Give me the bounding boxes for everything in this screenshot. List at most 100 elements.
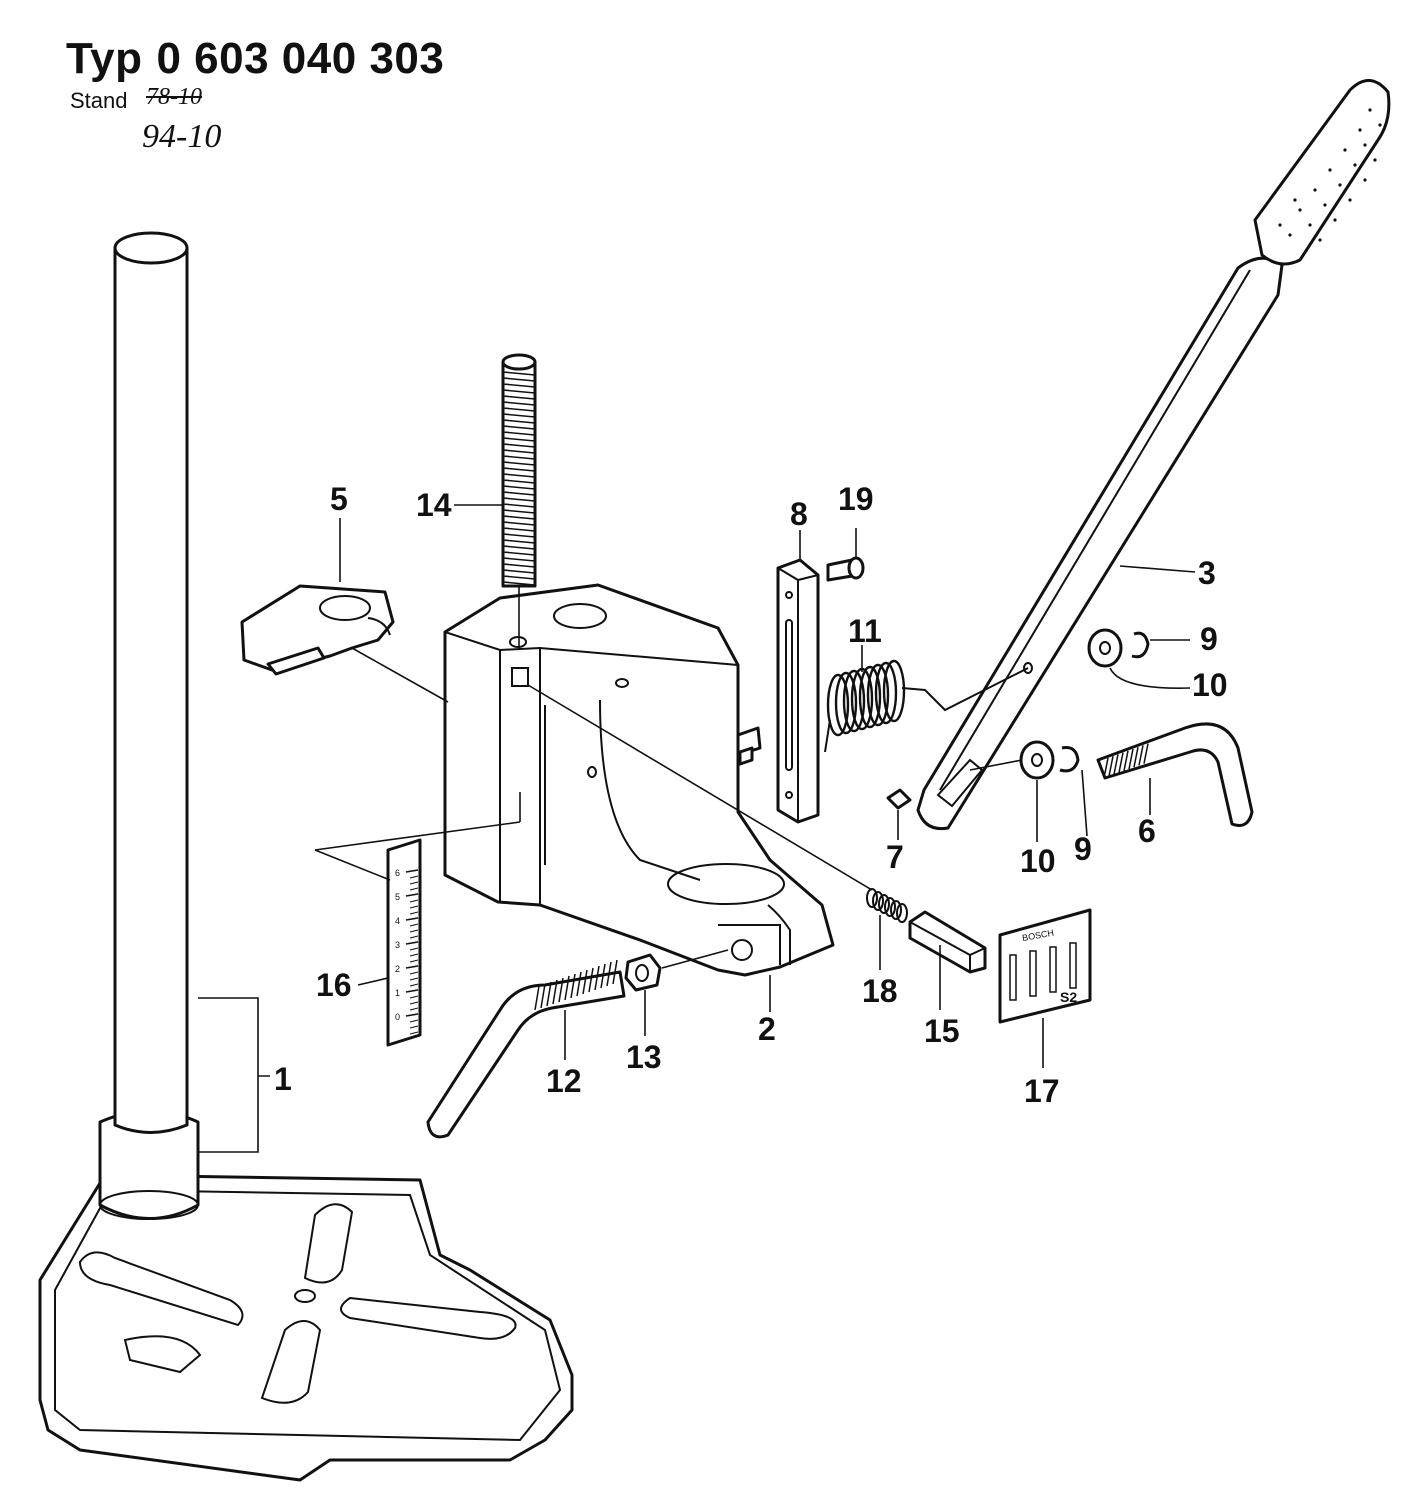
spring-coil xyxy=(866,663,890,727)
scale-minor-tick xyxy=(409,911,419,915)
bolt-thread-line xyxy=(606,961,612,987)
rod-thread-line xyxy=(502,569,536,574)
rod-thread-line xyxy=(502,563,536,568)
stand-old-date: 78-10 xyxy=(146,84,202,110)
spring-coil xyxy=(842,669,866,733)
part-19-screw xyxy=(826,528,865,582)
bolt-thread-line xyxy=(534,985,540,1011)
rod-thread-line xyxy=(502,527,536,532)
callout-12: 12 xyxy=(546,1063,582,1099)
spring-coil xyxy=(858,665,882,729)
callout-9-upper: 9 xyxy=(1200,621,1218,657)
rod-thread-line xyxy=(502,509,536,514)
bolt-thread-line xyxy=(600,963,606,989)
rod-thread-line xyxy=(502,575,536,580)
callout-labels: 1 2 3 5 6 7 8 9 9 10 10 11 12 13 14 15 1… xyxy=(274,481,1228,1109)
callout-7: 7 xyxy=(886,839,904,875)
callout-19: 19 xyxy=(838,481,874,517)
scale-minor-tick xyxy=(409,899,419,903)
callout-1: 1 xyxy=(274,1061,292,1097)
rod-thread-line xyxy=(502,497,536,502)
rod-thread-line xyxy=(502,503,536,508)
bolt-thread-line xyxy=(1133,747,1139,768)
callout-10-lower: 10 xyxy=(1020,843,1056,879)
part-13-nut xyxy=(624,949,729,1036)
rod-thread-line xyxy=(502,449,536,454)
scale-minor-tick xyxy=(409,923,419,927)
callout-11: 11 xyxy=(848,613,882,649)
rod-thread-line xyxy=(502,491,536,496)
rod-thread-line xyxy=(502,413,536,418)
part-8-slotted-plate xyxy=(776,530,820,824)
scale-tick-label: 2 xyxy=(395,964,400,974)
scale-minor-tick xyxy=(409,959,419,963)
scale-minor-tick xyxy=(409,929,419,933)
rod-thread-line xyxy=(502,377,536,382)
part-11-spring xyxy=(824,645,1029,753)
callout-18: 18 xyxy=(862,973,898,1009)
nameplate-code: S2 xyxy=(1060,989,1077,1005)
bolt-thread-line xyxy=(558,977,564,1003)
callout-8: 8 xyxy=(790,496,808,532)
scale-tick xyxy=(405,989,419,993)
scale-tick-label: 6 xyxy=(395,868,400,878)
bolt-thread-line xyxy=(1113,754,1119,775)
bolt-thread-line xyxy=(564,975,570,1001)
scale-minor-tick xyxy=(409,977,419,981)
rod-thread-line xyxy=(502,437,536,442)
callout-3: 3 xyxy=(1198,555,1216,591)
callout-2: 2 xyxy=(758,1011,776,1047)
bolt-thread-line xyxy=(612,959,618,985)
scale-tick-label: 0 xyxy=(395,1012,400,1022)
bolt-thread-line xyxy=(570,973,576,999)
scale-minor-tick xyxy=(409,995,419,999)
bolt-thread-line xyxy=(594,965,600,991)
spring-coil xyxy=(882,659,906,723)
callout-15: 15 xyxy=(924,1013,960,1049)
scale-minor-tick xyxy=(409,1019,419,1023)
grip-texture xyxy=(1278,108,1382,242)
scale-tick xyxy=(405,893,419,897)
rod-thread-line xyxy=(502,431,536,436)
bolt-thread-line xyxy=(546,981,552,1007)
part-1-column-base xyxy=(38,231,574,1482)
part-2-main-body xyxy=(443,583,835,977)
bolt-thread-line xyxy=(540,983,546,1009)
callout-17: 17 xyxy=(1024,1073,1060,1109)
small-spring-coil xyxy=(884,897,896,917)
callout-5: 5 xyxy=(330,481,348,517)
spring-coil xyxy=(874,661,898,725)
callout-10-upper: 10 xyxy=(1192,667,1228,703)
small-spring-coil xyxy=(872,891,884,911)
callout-13: 13 xyxy=(626,1039,662,1075)
bolt-thread-line xyxy=(1118,752,1124,773)
scale-minor-tick xyxy=(409,983,419,987)
rod-thread-line xyxy=(502,473,536,478)
scale-tick xyxy=(405,941,419,945)
scale-minor-tick xyxy=(409,875,419,879)
scale-minor-tick xyxy=(409,1001,419,1005)
rod-thread-line xyxy=(502,407,536,412)
part-14-threaded-rod xyxy=(454,353,537,650)
scale-minor-tick xyxy=(409,887,419,891)
small-spring-coil xyxy=(896,903,908,923)
spring-coil xyxy=(834,671,858,735)
rod-thread-line xyxy=(502,371,536,376)
rod-thread-line xyxy=(502,479,536,484)
part-18-small-spring xyxy=(527,684,908,970)
rod-thread-line xyxy=(502,557,536,562)
part-6-bent-bolt xyxy=(1096,722,1254,827)
scale-tick xyxy=(405,869,419,873)
type-label: Typ xyxy=(66,34,143,83)
scale-minor-tick xyxy=(409,1031,419,1035)
rod-thread-line xyxy=(502,467,536,472)
scale-minor-tick xyxy=(409,947,419,951)
rod-thread-line xyxy=(502,419,536,424)
rod-thread-line xyxy=(502,461,536,466)
scale-minor-tick xyxy=(409,1007,419,1011)
rod-thread-line xyxy=(502,455,536,460)
nameplate-bar xyxy=(1009,954,1017,1001)
rod-thread-line xyxy=(502,395,536,400)
